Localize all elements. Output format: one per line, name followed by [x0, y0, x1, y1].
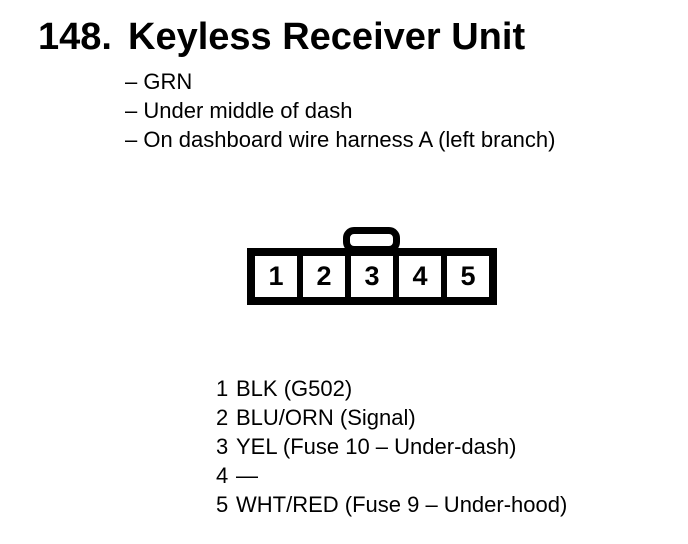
- section-header: 148. Keyless Receiver Unit: [38, 16, 525, 60]
- pinout-pin-number: 3: [216, 434, 229, 459]
- detail-item: – Under middle of dash: [125, 98, 353, 123]
- pinout-pin-number: 5: [216, 492, 229, 517]
- pinout-list: 1 BLK (G502) 2 BLU/ORN (Signal) 3 YEL (F…: [216, 374, 567, 519]
- pinout-row: 2 BLU/ORN (Signal): [216, 403, 567, 432]
- connector-pin-cell: 2: [303, 256, 345, 297]
- pinout-pin-number: 2: [216, 405, 229, 430]
- pinout-description: YEL (Fuse 10 – Under-dash): [236, 434, 517, 459]
- connector-pin-cell: 3: [351, 256, 393, 297]
- section-title: Keyless Receiver Unit: [128, 16, 526, 58]
- connector-diagram: 1 2 3 4 5: [247, 227, 497, 305]
- connector-pin-cell: 5: [447, 256, 489, 297]
- pinout-row: 4 —: [216, 461, 567, 490]
- connector-shell: 1 2 3 4 5: [247, 248, 497, 305]
- pinout-pin-number: 4: [216, 463, 229, 488]
- pinout-row: 5 WHT/RED (Fuse 9 – Under-hood): [216, 490, 567, 519]
- detail-item: – On dashboard wire harness A (left bran…: [125, 127, 556, 152]
- pinout-description: BLK (G502): [236, 376, 353, 401]
- pinout-row: 3 YEL (Fuse 10 – Under-dash): [216, 432, 567, 461]
- detail-item: – GRN: [125, 69, 193, 94]
- pinout-pin-number: 1: [216, 376, 229, 401]
- detail-list: – GRN – Under middle of dash – On dashbo…: [125, 67, 555, 154]
- connector-pin-cell: 4: [399, 256, 441, 297]
- pinout-description: —: [236, 463, 258, 488]
- pinout-row: 1 BLK (G502): [216, 374, 567, 403]
- connector-pin-cell: 1: [255, 256, 297, 297]
- section-number: 148.: [38, 16, 112, 58]
- pinout-description: WHT/RED (Fuse 9 – Under-hood): [236, 492, 568, 517]
- pinout-description: BLU/ORN (Signal): [236, 405, 416, 430]
